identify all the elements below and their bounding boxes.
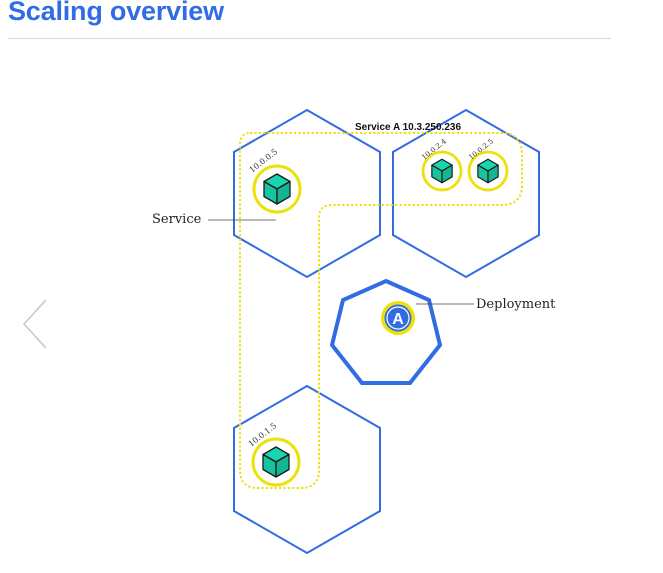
cube-icon — [431, 158, 453, 184]
cube-icon — [263, 173, 291, 205]
deployment-heptagon — [329, 278, 443, 385]
deployment-label: Deployment — [476, 297, 556, 312]
pod-10-0-2-4: 10.0.2.4 — [420, 137, 463, 192]
pod-10-0-2-5: 10.0.2.5 — [467, 137, 509, 192]
chevron-left-icon[interactable] — [20, 298, 52, 350]
deployment-badge — [384, 304, 412, 332]
title-divider — [8, 38, 611, 39]
cube-icon — [477, 158, 499, 184]
cube-icon — [262, 446, 290, 478]
pod-10-0-0-5: 10.0.0.5 — [248, 147, 302, 214]
node-hexagon-top-right — [392, 108, 540, 279]
service-title: Service A 10.3.250.236 — [355, 122, 461, 133]
node-hexagon-top-left — [233, 108, 381, 279]
deployment-letter: A — [392, 311, 404, 328]
node-hexagon-bottom — [233, 384, 381, 555]
service-label: Service — [152, 212, 202, 227]
page-title: Scaling overview — [8, 0, 224, 26]
pod-10-0-1-5: 10.0.1.5 — [247, 421, 301, 487]
